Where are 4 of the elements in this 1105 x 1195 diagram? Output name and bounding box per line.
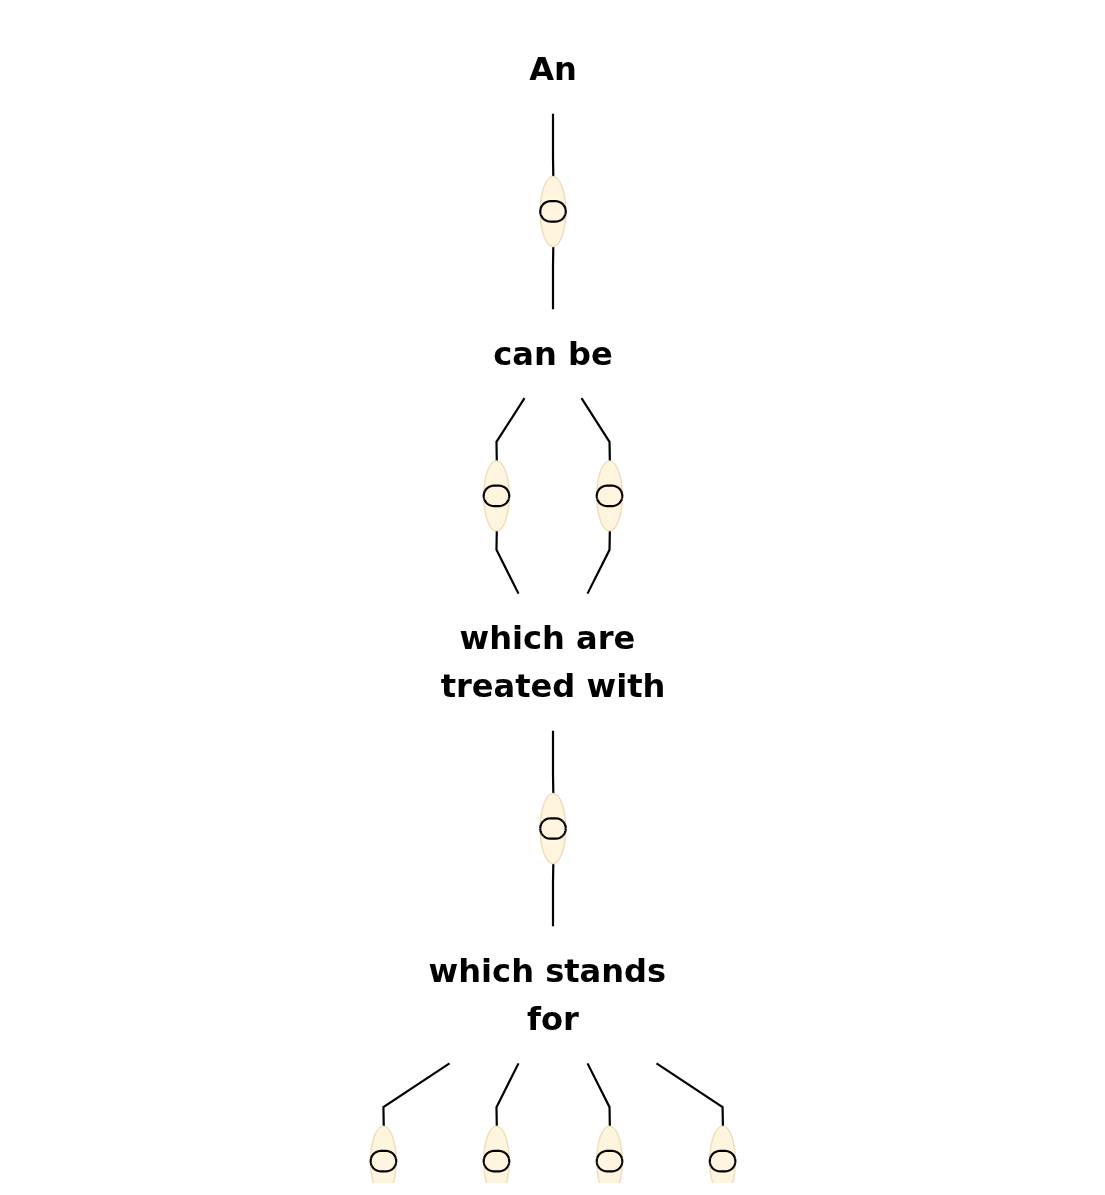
node-text: which are treated with [440, 619, 665, 704]
node-text: can be [492, 334, 613, 372]
node-text: An [528, 50, 577, 87]
node-text: which stands for [428, 952, 666, 1037]
